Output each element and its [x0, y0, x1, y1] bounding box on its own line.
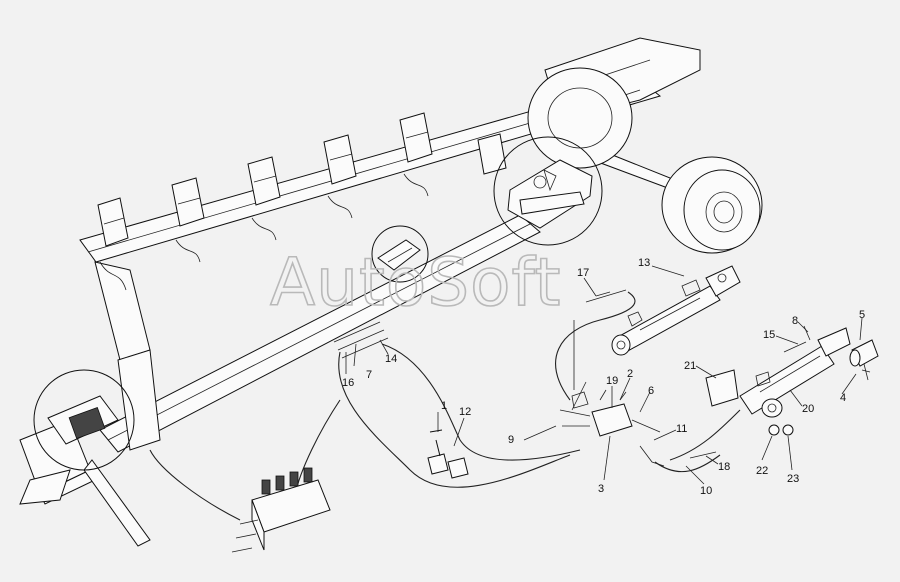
clamp-blocks [427, 429, 469, 479]
callout-22: 22 [756, 465, 768, 477]
callout-13: 13 [638, 257, 650, 269]
callout-7: 7 [366, 369, 372, 381]
callout-1: 1 [441, 400, 447, 412]
distributor-block [559, 389, 665, 467]
callout-17: 17 [577, 267, 589, 279]
plough-brackets [97, 112, 507, 247]
leader-lines [345, 265, 863, 485]
wheel-transport [661, 156, 763, 254]
watermark-text: AutoSoft [270, 244, 561, 321]
callout-16: 16 [342, 377, 354, 389]
callout-9: 9 [508, 434, 514, 446]
callout-labels: 1 2 3 4 5 6 7 8 9 10 11 12 13 14 15 16 1… [342, 257, 865, 497]
callout-11: 11 [676, 423, 687, 435]
wheel-rear [527, 67, 633, 169]
callout-20: 20 [802, 403, 814, 415]
callout-18: 18 [718, 461, 730, 473]
callout-15: 15 [763, 329, 775, 341]
callout-14: 14 [385, 353, 397, 365]
callout-23: 23 [787, 473, 799, 485]
callout-6: 6 [648, 385, 654, 397]
callout-3: 3 [598, 483, 604, 495]
callout-5: 5 [859, 309, 865, 321]
callout-8: 8 [792, 315, 798, 327]
callout-21: 21 [684, 360, 696, 372]
detail-circle-headstock [33, 369, 135, 471]
detail-circle-mid [371, 225, 429, 283]
hydraulic-hoses [149, 291, 741, 521]
control-valve-bank [231, 467, 331, 553]
pin-and-clip [768, 339, 879, 436]
hose-fittings [333, 289, 811, 459]
detail-circle-wheel [493, 136, 603, 246]
callout-19: 19 [606, 375, 618, 387]
hydraulic-cylinder-upper [611, 265, 741, 356]
hydraulic-cylinder-lower [705, 327, 851, 418]
callout-4: 4 [840, 392, 846, 404]
callout-10: 10 [700, 485, 712, 497]
callout-2: 2 [627, 368, 633, 380]
callout-12: 12 [459, 406, 471, 418]
